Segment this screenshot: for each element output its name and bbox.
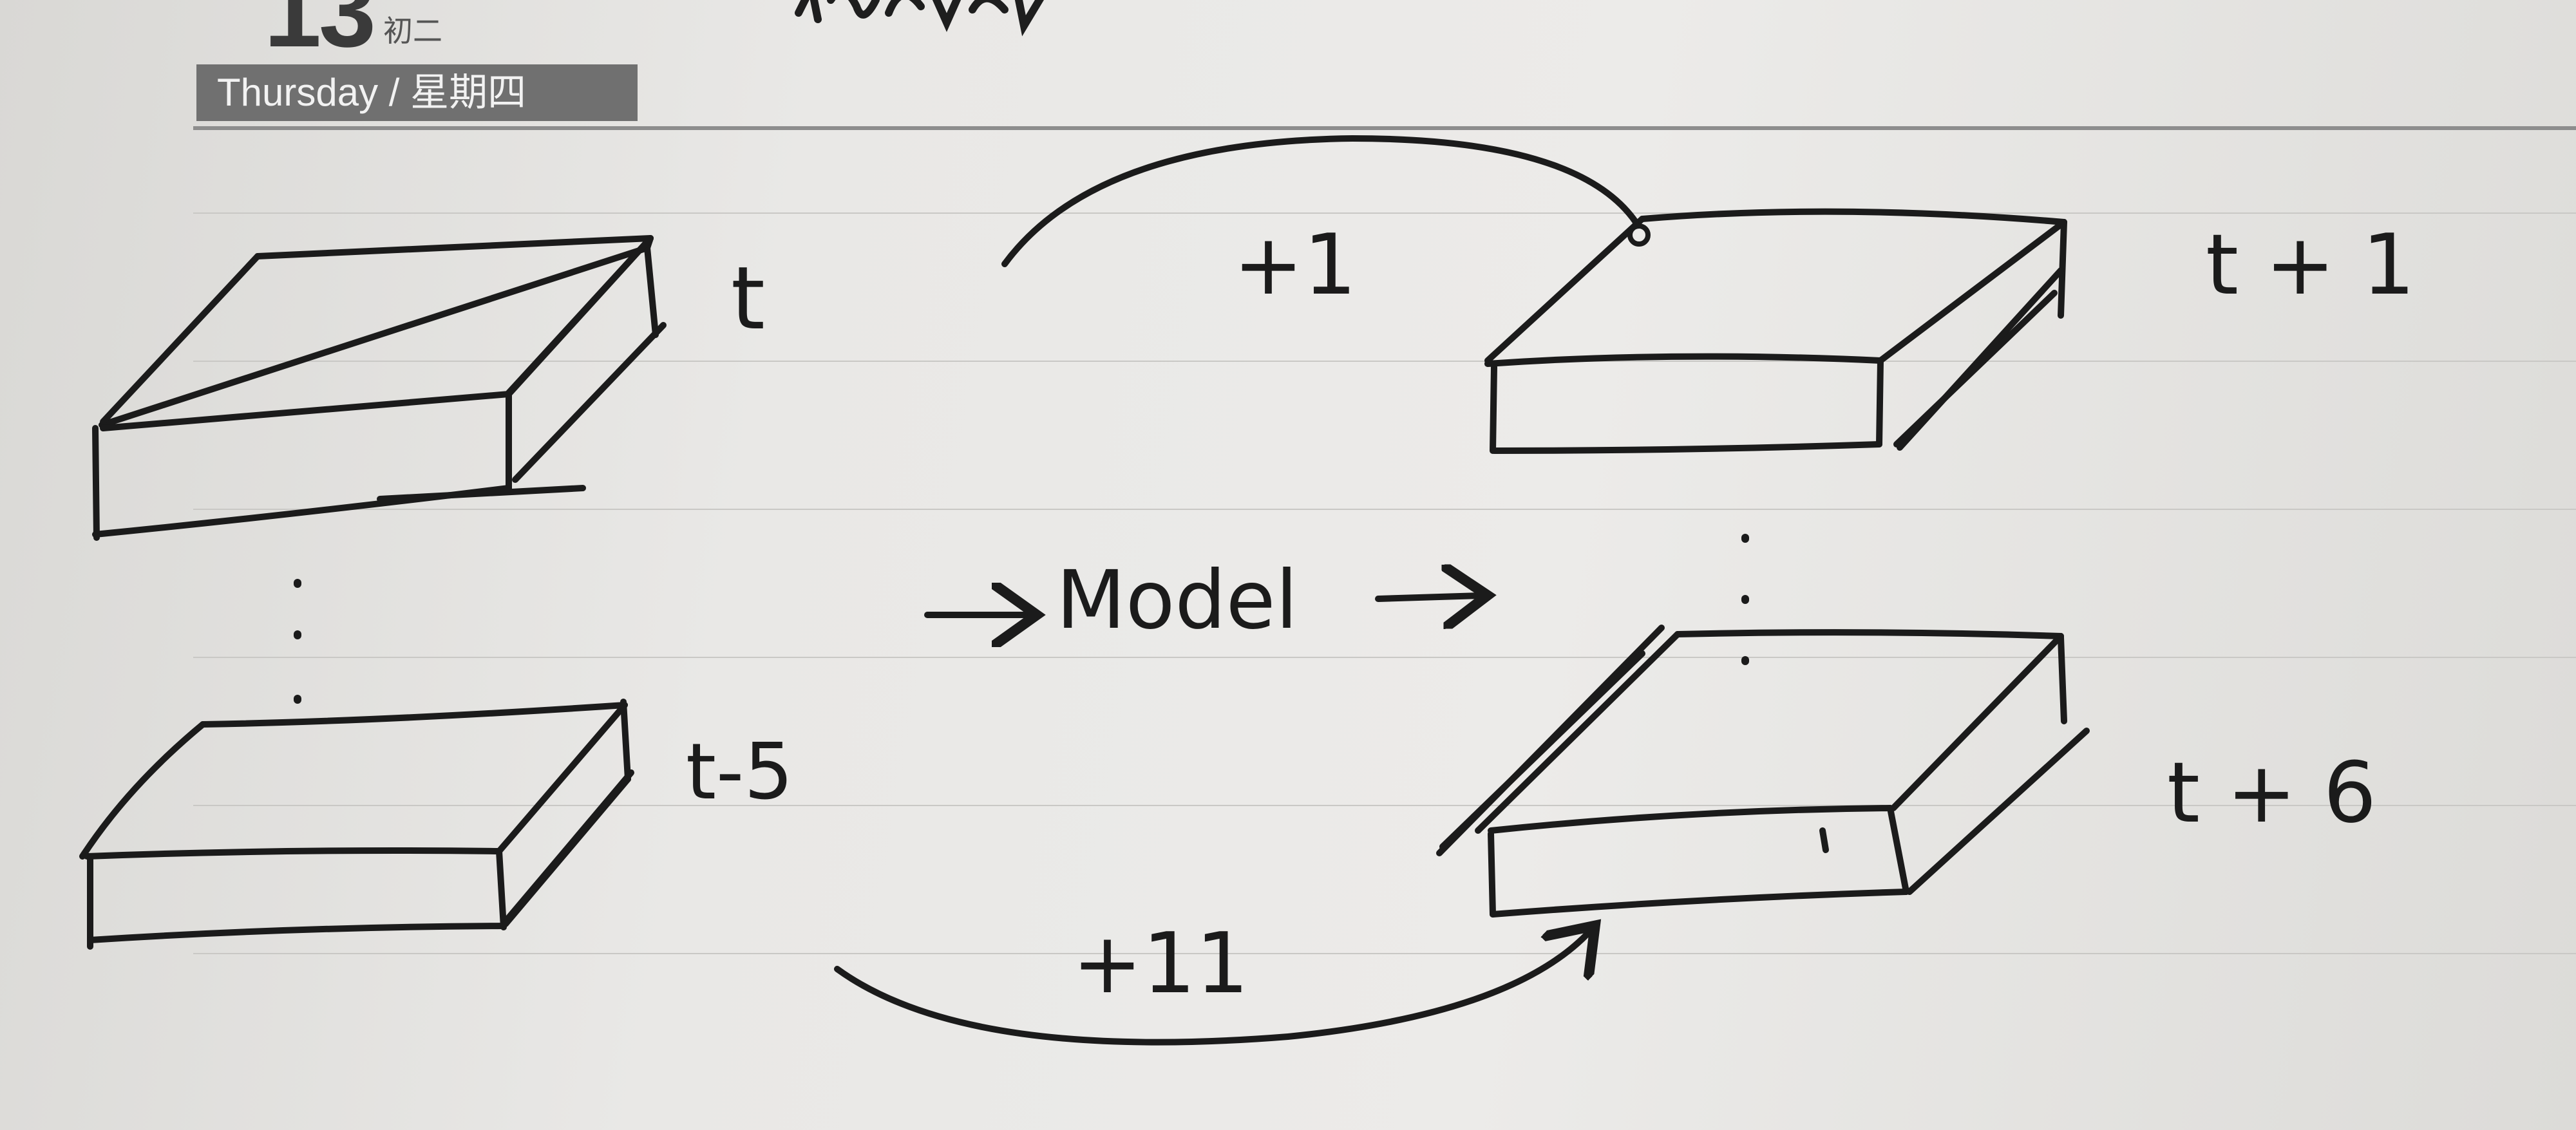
ruled-line — [193, 361, 2576, 362]
input-slab-t-5 — [79, 699, 634, 950]
ruled-line — [193, 953, 2576, 954]
label-plus-11: +11 — [1072, 914, 1249, 1012]
arc-plus-1 — [1001, 135, 1639, 267]
output-slab-t-plus-6 — [1436, 625, 2090, 918]
ruled-line — [193, 657, 2576, 658]
arrow-out-of-model — [1375, 596, 1481, 599]
label-t: t — [731, 248, 765, 349]
ruled-line — [193, 805, 2576, 806]
output-slab-t-plus-1 — [1484, 208, 2067, 454]
weekday-label: Thursday / 星期四 — [217, 71, 527, 114]
label-model: Model — [1056, 554, 1298, 647]
ruled-line — [193, 509, 2576, 510]
arc-plus-11 — [834, 930, 1591, 1046]
lunar-date: 初二 — [383, 14, 442, 48]
day-number: 13 — [264, 0, 376, 68]
input-slab-t — [92, 235, 667, 541]
label-t-plus-6: t + 6 — [2167, 744, 2377, 842]
label-plus-1: +1 — [1233, 216, 1357, 314]
ruled-line — [193, 212, 2576, 214]
label-t-plus-1: t + 1 — [2206, 216, 2416, 314]
cropped-handwriting — [795, 0, 1044, 37]
label-t-5: t-5 — [686, 728, 793, 817]
weekday-banner: Thursday / 星期四 — [196, 64, 638, 121]
header-rule — [193, 126, 2576, 130]
